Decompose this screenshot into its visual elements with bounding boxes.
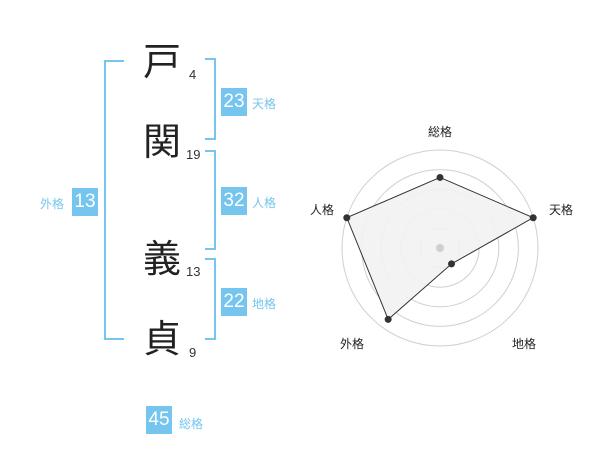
gaikaku-value: 13 bbox=[72, 188, 98, 216]
radar-point-4 bbox=[384, 315, 392, 323]
radar-point-5 bbox=[343, 214, 351, 222]
radar-axis-label-2: 天格 bbox=[549, 203, 574, 217]
radar-point-3 bbox=[448, 260, 456, 268]
radar-axis-label-5: 人格 bbox=[310, 203, 335, 217]
radar-point-1 bbox=[436, 173, 444, 181]
stroke-count-3: 13 bbox=[186, 264, 201, 279]
soukaku-value: 45 bbox=[146, 406, 172, 434]
stroke-count-2: 19 bbox=[186, 147, 201, 162]
chikaku-label: 地格 bbox=[252, 297, 277, 311]
radar-point-2 bbox=[529, 214, 537, 222]
tenkaku-value: 23 bbox=[221, 88, 247, 116]
radar-center bbox=[436, 244, 444, 252]
tenkaku-bracket bbox=[205, 58, 216, 140]
stroke-count-1: 4 bbox=[189, 67, 197, 82]
radar-points bbox=[343, 173, 537, 323]
name-char-1: 戸 bbox=[143, 40, 182, 84]
radar-axis-label-1: 総格 bbox=[428, 125, 453, 139]
radar-axis-label-3: 地格 bbox=[512, 337, 537, 351]
radar-axis-label-4: 外格 bbox=[340, 337, 365, 351]
jinkaku-bracket bbox=[205, 150, 216, 250]
name-char-4: 貞 bbox=[143, 317, 182, 361]
chikaku-value: 22 bbox=[221, 288, 247, 316]
tenkaku-label: 天格 bbox=[252, 97, 277, 111]
radar-grid-ring bbox=[341, 149, 539, 347]
jinkaku-value: 32 bbox=[221, 187, 247, 215]
jinkaku-label: 人格 bbox=[252, 196, 277, 210]
gaikaku-label: 外格 bbox=[40, 197, 65, 211]
name-char-3: 義 bbox=[143, 237, 182, 281]
stroke-count-4: 9 bbox=[189, 345, 197, 360]
chikaku-bracket bbox=[205, 258, 216, 340]
soukaku-label: 総格 bbox=[179, 417, 204, 431]
name-char-2: 関 bbox=[143, 120, 182, 164]
gaikaku-bracket bbox=[104, 60, 124, 340]
